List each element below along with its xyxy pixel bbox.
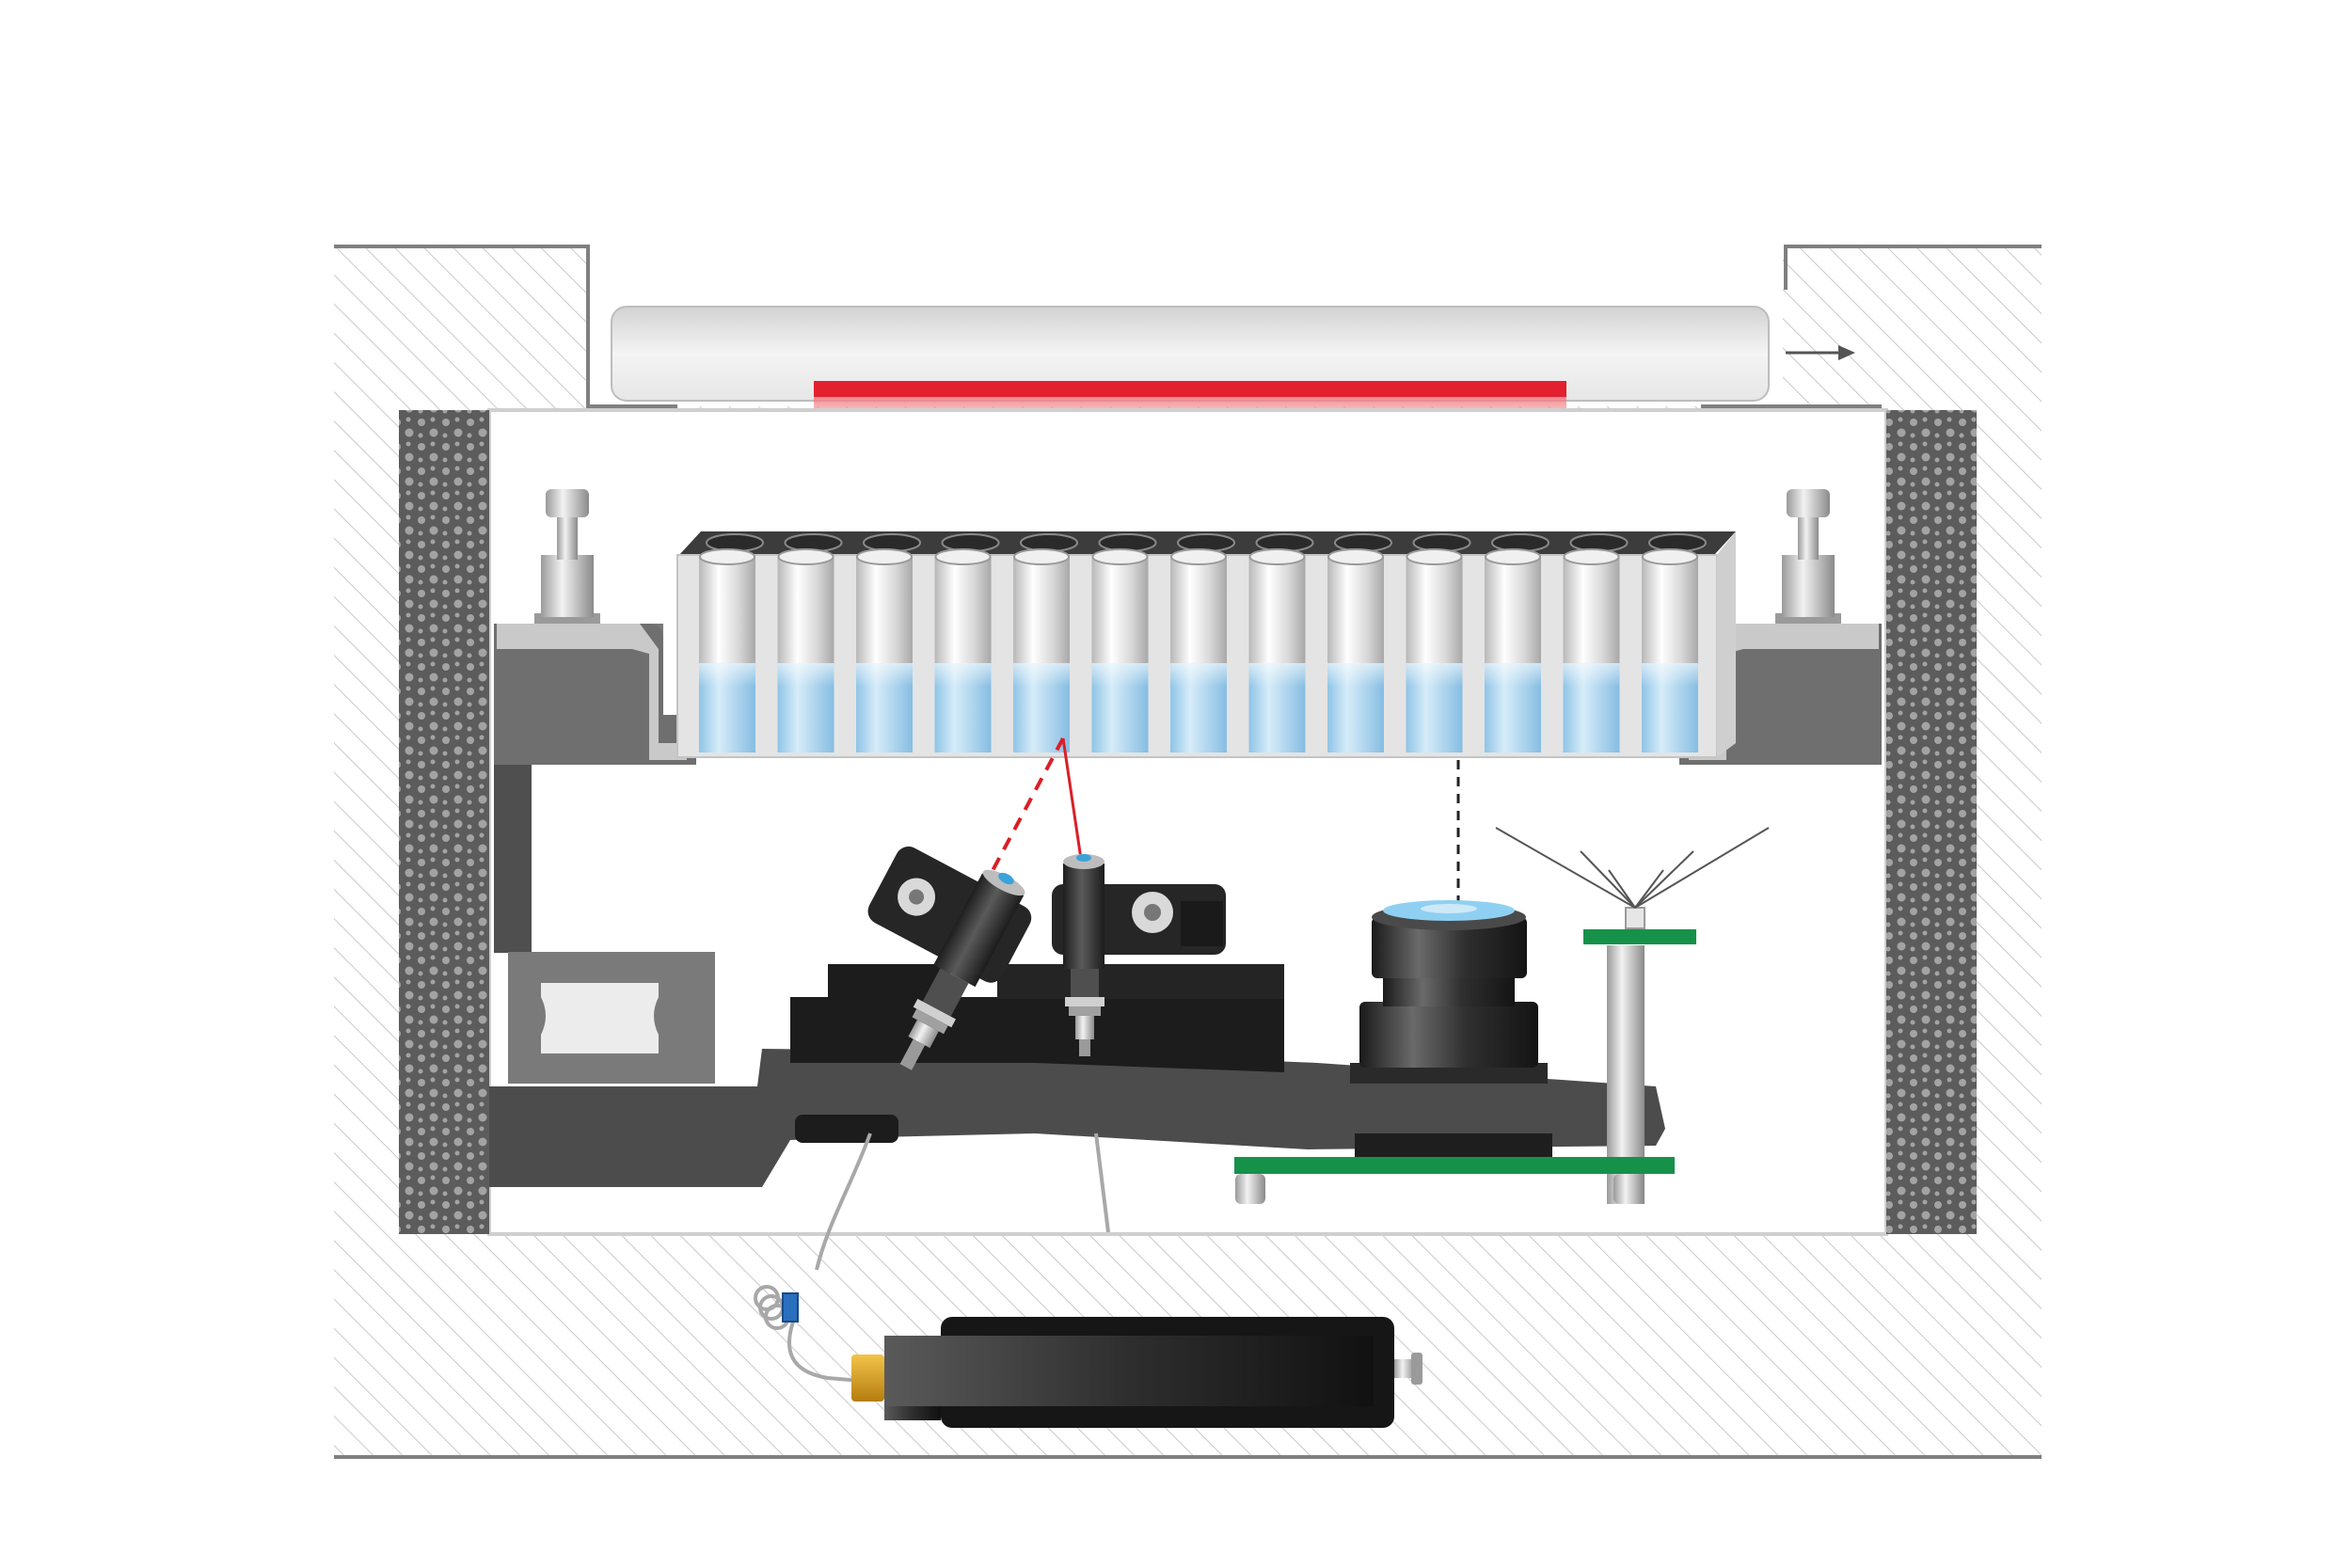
sample-tube [1327, 533, 1392, 752]
insulation-right [1886, 410, 1977, 1234]
sample-tube [1563, 533, 1629, 752]
sample-tube [934, 533, 1000, 752]
sample-tube [1406, 533, 1471, 752]
fiber-coupler [782, 1292, 799, 1323]
laser-module-right [1052, 854, 1226, 1056]
heater-element [814, 381, 1566, 397]
sample-tube [1248, 533, 1314, 752]
sample-tube [856, 533, 921, 752]
sample-tube [1013, 533, 1078, 752]
detector-drum [1350, 900, 1548, 1084]
circuit-board [1234, 1133, 1675, 1204]
clamp-left [494, 489, 696, 953]
laser-source-unit [851, 1317, 1422, 1428]
laser-beams [986, 737, 1460, 903]
laser-module-left [867, 846, 1032, 1070]
sample-tube [1170, 533, 1235, 752]
mount-block [508, 952, 715, 1084]
sample-tube [699, 533, 764, 752]
right-arrow-icon [1786, 345, 1855, 360]
sample-tubes [699, 533, 1707, 752]
sample-block[interactable] [676, 531, 1736, 758]
insulation-left [399, 410, 489, 1234]
sample-tube [1091, 533, 1157, 752]
sample-tube [1485, 533, 1549, 752]
sample-tube [1642, 533, 1707, 752]
sample-tube [777, 533, 843, 752]
